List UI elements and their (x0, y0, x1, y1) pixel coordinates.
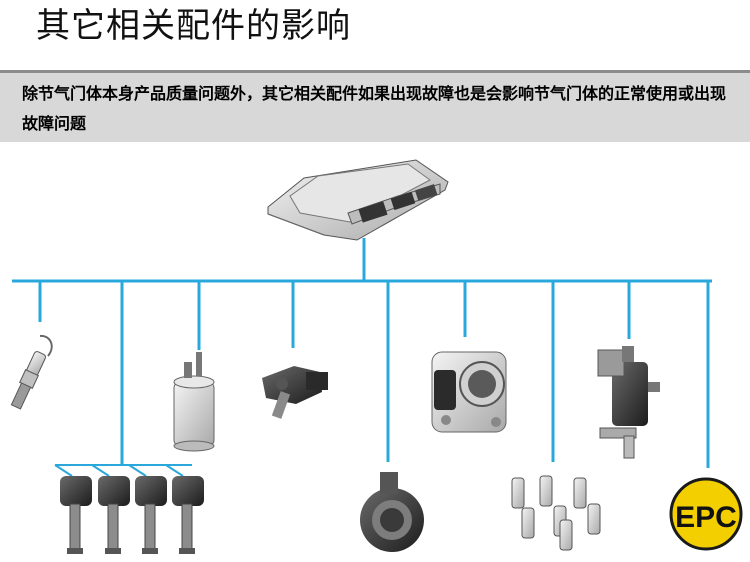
epc-warning-icon: EPC (669, 477, 743, 551)
epc-label: EPC (675, 501, 737, 534)
fuel-pump-icon (173, 352, 215, 452)
oxygen-sensor-icon (10, 334, 53, 410)
canister-valve-icon (597, 346, 660, 459)
page-title: 其它相关配件的影响 (36, 6, 351, 46)
air-flow-meter-icon (360, 472, 424, 552)
ecu-icon (267, 159, 449, 241)
banner-text: 除节气门体本身产品质量问题外，其它相关配件如果出现故障也是会影响节气门体的正常使… (22, 84, 727, 133)
throttle-body-icon (431, 351, 507, 433)
ignition-coils-icon (60, 476, 204, 554)
pressure-sensor-icon (262, 366, 328, 419)
description-banner: 除节气门体本身产品质量问题外，其它相关配件如果出现故障也是会影响节气门体的正常使… (0, 70, 750, 142)
fuel-injectors-icon (511, 475, 601, 551)
connector-lines (12, 238, 712, 477)
